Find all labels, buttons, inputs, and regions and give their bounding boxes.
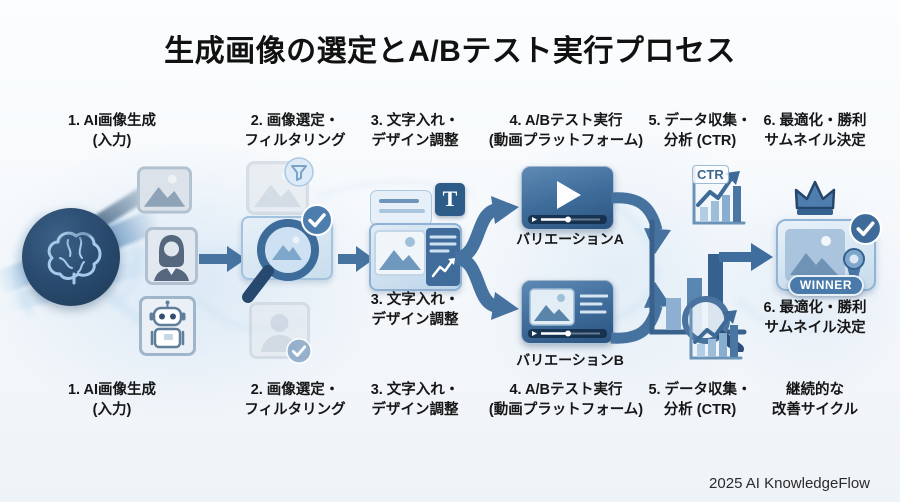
progress-bar [528, 329, 607, 338]
bubble-line [379, 199, 419, 203]
step-label-4-bottom: 4. A/Bテスト実行 (動画プラットフォーム) [461, 380, 671, 420]
design-panel-icon [426, 228, 460, 286]
winner-badge: WINNER [788, 275, 864, 296]
step-label-3-bottom: 3. 文字入れ・ デザイン調整 [334, 380, 496, 420]
flow-arrow-2 [338, 246, 374, 272]
step-label-line: 4. A/Bテスト実行 [509, 113, 623, 129]
step-label-line: 分析 (CTR) [663, 402, 737, 418]
step-label-line: 5. データ収集・ [648, 382, 752, 398]
step-label-line: デザイン調整 [371, 133, 459, 149]
step-label-line: 5. データ収集・ [648, 113, 752, 129]
crown-icon [794, 180, 836, 215]
step-label-line: (入力) [92, 402, 132, 418]
bubble-line [379, 209, 425, 213]
speech-bubble-icon [370, 190, 432, 234]
robot-image-icon [139, 296, 196, 356]
step-label-line: 継続的な [786, 382, 844, 398]
step-label-line: フィルタリング [244, 402, 346, 418]
step-label-line: 2. 画像選定・ [250, 113, 340, 129]
text-tool-badge: T [435, 183, 465, 216]
check-icon [301, 204, 333, 236]
text-lines-icon [580, 294, 608, 314]
step-label-line: フィルタリング [244, 133, 346, 149]
generated-image-portrait-icon [145, 227, 198, 285]
ctr-badge: CTR [692, 165, 729, 184]
step-label-line: 6. 最適化・勝利 [763, 113, 867, 129]
generated-image-landscape-icon [137, 166, 192, 214]
thumbnail-image-icon [529, 288, 575, 326]
step-label-line: 6. 最適化・勝利 [763, 300, 867, 316]
step-label-6-top: 6. 最適化・勝利 サムネイル決定 [737, 111, 893, 151]
step-label-line: デザイン調整 [371, 312, 459, 328]
step3-mid-label: 3. 文字入れ・ デザイン調整 [334, 290, 496, 330]
winner-image-icon [785, 229, 845, 281]
variation-a-label: バリエーションA [516, 231, 624, 247]
video-player-b [521, 280, 614, 344]
step-label-line: (動画プラットフォーム) [488, 133, 644, 149]
step-label-line: 3. 文字入れ・ [370, 292, 460, 308]
cycle-label: 継続的な 改善サイクル [737, 380, 893, 420]
flow-arrow-3 [719, 243, 773, 271]
step-label-3-top: 3. 文字入れ・ デザイン調整 [334, 111, 496, 151]
flow-arrow-1 [199, 246, 246, 272]
video-player-a [521, 166, 614, 230]
step-label-line: (動画プラットフォーム) [488, 402, 644, 418]
magnifier-icon [242, 219, 319, 303]
step-label-2-bottom: 2. 画像選定・ フィルタリング [213, 380, 377, 420]
ctr-chart-icon [692, 167, 746, 225]
progress-bar [528, 215, 607, 224]
step-label-line: デザイン調整 [371, 402, 459, 418]
step-label-line: 3. 文字入れ・ [370, 382, 460, 398]
check-icon [286, 338, 312, 364]
step-label-line: 4. A/Bテスト実行 [509, 382, 623, 398]
branch-arrows [455, 196, 519, 320]
step-label-5-bottom: 5. データ収集・ 分析 (CTR) [622, 380, 778, 420]
step-label-line: 2. 画像選定・ [250, 382, 340, 398]
step-label-line: 3. 文字入れ・ [370, 113, 460, 129]
step-label-line: (入力) [92, 133, 132, 149]
step-label-1-top: 1. AI画像生成 (入力) [32, 111, 192, 151]
step-label-line: 1. AI画像生成 [67, 382, 157, 398]
footer-credit: 2025 AI KnowledgeFlow [709, 475, 870, 492]
step-label-line: 分析 (CTR) [663, 133, 737, 149]
step-label-1-bottom: 1. AI画像生成 (入力) [32, 380, 192, 420]
check-icon [849, 212, 882, 245]
growth-chart-icon [689, 308, 743, 360]
step-label-line: 改善サイクル [771, 402, 859, 418]
play-icon [557, 181, 581, 209]
step-label-line: 1. AI画像生成 [67, 113, 157, 129]
step-label-2-top: 2. 画像選定・ フィルタリング [213, 111, 377, 151]
page-title: 生成画像の選定とA/Bテスト実行プロセス [164, 35, 736, 68]
step-label-line: サムネイル決定 [764, 320, 866, 336]
step-label-5-top: 5. データ収集・ 分析 (CTR) [622, 111, 778, 151]
variation-b-label: バリエーションB [516, 352, 624, 368]
step-label-4-top: 4. A/Bテスト実行 (動画プラットフォーム) [461, 111, 671, 151]
filter-icon [284, 157, 314, 187]
step6-mid-label: 6. 最適化・勝利 サムネイル決定 [737, 298, 893, 338]
design-card-image-icon [374, 230, 426, 276]
step-label-line: サムネイル決定 [764, 133, 866, 149]
